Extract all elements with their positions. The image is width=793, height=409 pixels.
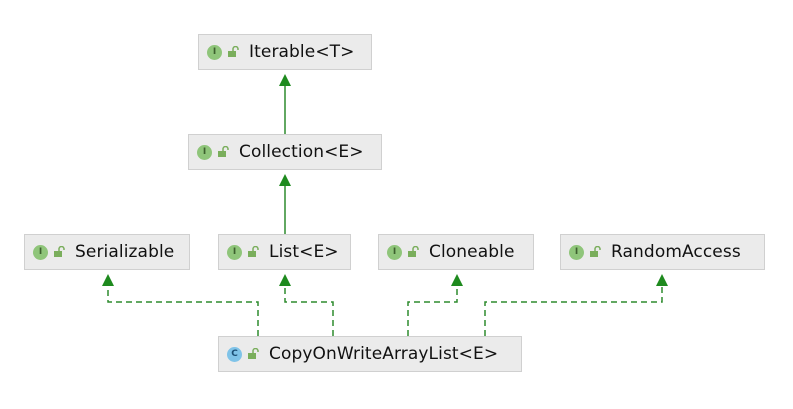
arrowhead-icon <box>279 174 291 186</box>
node-cloneable[interactable]: I Cloneable <box>378 234 534 270</box>
unlocked-icon <box>248 348 259 359</box>
node-label: RandomAccess <box>611 242 741 262</box>
node-label: List<E> <box>269 242 339 262</box>
node-label: Collection<E> <box>239 142 364 162</box>
node-label: Serializable <box>75 242 175 262</box>
arrowhead-icon <box>656 274 668 286</box>
unlocked-icon <box>54 246 65 257</box>
edge-cowal-implements-randomaccess <box>484 274 668 336</box>
node-label: Iterable<T> <box>249 42 355 62</box>
interface-icon: I <box>387 244 402 260</box>
node-label: Cloneable <box>429 242 515 262</box>
node-label: CopyOnWriteArrayList<E> <box>269 344 499 364</box>
interface-icon: I <box>207 44 222 60</box>
interface-icon: I <box>33 244 48 260</box>
unlocked-icon <box>248 246 259 257</box>
interface-icon: I <box>569 244 584 260</box>
arrowhead-icon <box>279 274 291 286</box>
node-copyonwritearraylist[interactable]: C CopyOnWriteArrayList<E> <box>218 336 522 372</box>
unlocked-icon <box>228 46 239 57</box>
edge-collection-extends-iterable <box>279 74 291 134</box>
unlocked-icon <box>590 246 601 257</box>
edge-list-extends-collection <box>279 174 291 234</box>
unlocked-icon <box>408 246 419 257</box>
edge-cowal-implements-cloneable <box>407 274 463 336</box>
node-iterable[interactable]: I Iterable<T> <box>198 34 372 70</box>
arrowhead-icon <box>279 74 291 86</box>
node-randomaccess[interactable]: I RandomAccess <box>560 234 765 270</box>
arrowhead-icon <box>451 274 463 286</box>
edge-cowal-implements-serializable <box>102 274 259 336</box>
node-serializable[interactable]: I Serializable <box>24 234 190 270</box>
interface-icon: I <box>197 144 212 160</box>
node-collection[interactable]: I Collection<E> <box>188 134 382 170</box>
edge-cowal-implements-list <box>279 274 334 336</box>
node-list[interactable]: I List<E> <box>218 234 351 270</box>
arrowhead-icon <box>102 274 114 286</box>
unlocked-icon <box>218 146 229 157</box>
interface-icon: I <box>227 244 242 260</box>
class-icon: C <box>227 346 242 362</box>
